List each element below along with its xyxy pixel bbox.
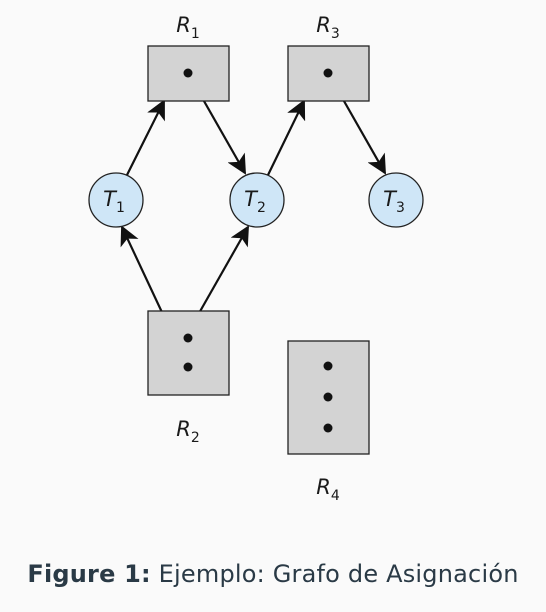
resource-r4 [287,340,370,455]
edge-t2-to-r3 [267,99,306,176]
resource-label-r2: R2 [176,417,200,446]
resource-instance-dot [323,423,333,433]
thread-label-t3: T3 [383,187,405,216]
resource-label-r1: R1 [176,13,200,42]
resource-instance-dot [183,362,193,372]
resource-instance-dot [183,68,193,78]
resource-box [147,310,230,396]
figure-caption-text: Ejemplo: Grafo de Asignación [158,560,519,588]
resource-r1 [147,45,230,102]
thread-circle [368,172,424,228]
resource-instance-dot [323,392,333,402]
resource-label-r4: R4 [316,475,340,504]
nodes-layer: T1 T2 T3 [88,45,424,455]
resource-box [147,45,230,102]
thread-t1: T1 [88,172,144,228]
resource-instance-dot [183,333,193,343]
resource-label-r3: R3 [316,13,340,42]
figure-caption: Figure 1: Ejemplo: Grafo de Asignación [0,560,546,588]
thread-label-t1: T1 [103,187,125,216]
edge-t1-to-r1 [126,99,165,176]
thread-t3: T3 [368,172,424,228]
resource-instance-dot [323,361,333,371]
thread-circle [229,172,285,228]
resource-r2 [147,310,230,396]
thread-t2: T2 [229,172,285,228]
thread-label-t2: T2 [244,187,266,216]
resource-r3 [287,45,370,102]
resource-instance-dot [323,68,333,78]
figure-caption-label: Figure 1: [27,560,151,588]
thread-circle [88,172,144,228]
